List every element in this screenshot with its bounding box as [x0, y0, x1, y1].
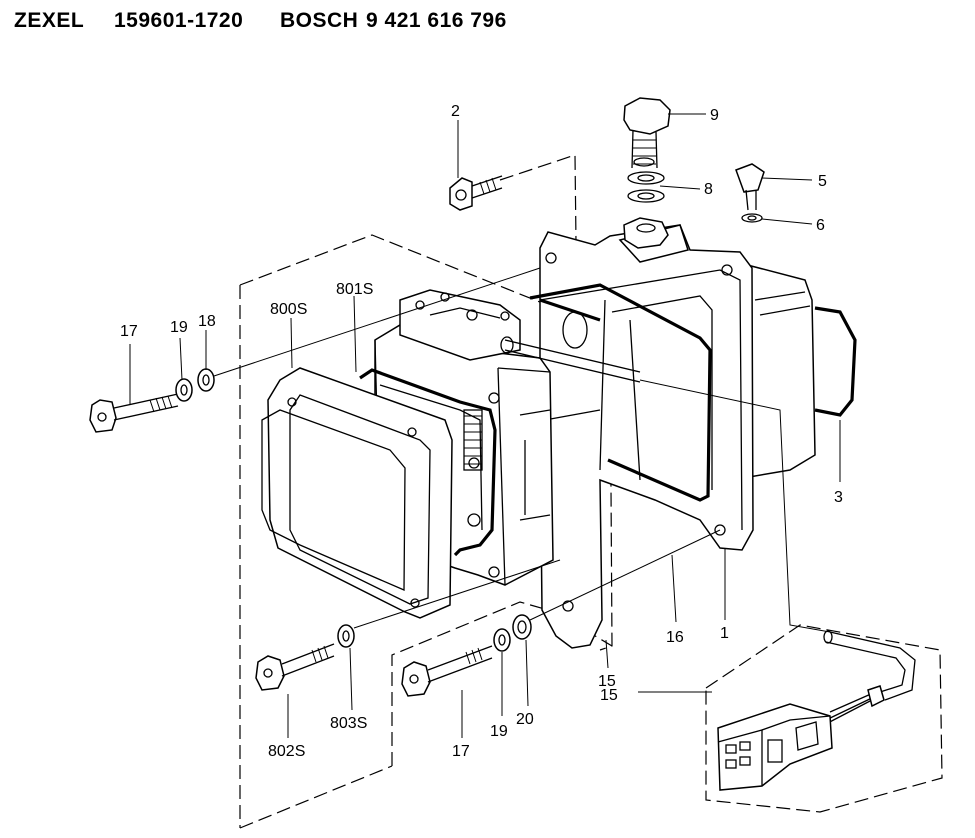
- callout-1: 1: [720, 625, 729, 642]
- callout-15-b: 15: [600, 687, 618, 704]
- callout-8: 8: [704, 181, 713, 198]
- callout-17-b: 17: [452, 743, 470, 760]
- washer-20: [512, 614, 532, 640]
- callout-labels: 2 9 8 5 6 3 1 16 15 15 17 19 18 800S 801…: [120, 103, 843, 760]
- part-number: 159601-1720: [114, 9, 244, 32]
- screw-2: [449, 175, 503, 211]
- washer-6: [741, 213, 763, 223]
- callout-802s: 802S: [268, 743, 305, 760]
- cover-800s: [261, 367, 453, 619]
- maker-name: BOSCH: [280, 9, 359, 32]
- cover-plate-outline: [499, 154, 578, 331]
- bolt-17-lower: [401, 645, 493, 697]
- callout-19-b: 19: [490, 723, 508, 740]
- callout-16: 16: [666, 629, 684, 646]
- bolt-17-upper: [89, 393, 179, 433]
- wiring-harness: [821, 630, 916, 727]
- washer-803s: [337, 624, 355, 648]
- bolt-802s: [255, 643, 335, 691]
- callout-15-a: 15: [598, 673, 616, 690]
- callout-5: 5: [818, 173, 827, 190]
- hollow-bolt-9: [623, 97, 671, 169]
- callout-18: 18: [198, 313, 216, 330]
- callout-17-a: 17: [120, 323, 138, 340]
- gasket-801s: [359, 368, 497, 557]
- screw-5: [735, 163, 765, 211]
- group-15-outline: [239, 234, 613, 829]
- brand-name: ZEXEL: [14, 9, 85, 32]
- callout-9: 9: [710, 107, 719, 124]
- callout-6: 6: [816, 217, 825, 234]
- actuator-shaft: [500, 311, 641, 383]
- drawing-header: ZEXEL 159601-1720 BOSCH 9 421 616 796: [14, 6, 507, 36]
- leader-lines: [129, 113, 841, 738]
- washers-8: [627, 171, 665, 203]
- connector-outline: [705, 624, 943, 813]
- callout-800s: 800S: [270, 301, 307, 318]
- washer-19-lower: [493, 628, 511, 652]
- callout-2: 2: [451, 103, 460, 120]
- callout-801s: 801S: [336, 281, 373, 298]
- callout-803s: 803S: [330, 715, 367, 732]
- washer-19-upper: [175, 378, 193, 402]
- gasket-3: [529, 283, 857, 502]
- callout-3: 3: [834, 489, 843, 506]
- housing-1: [539, 224, 816, 649]
- electrical-connector: [717, 703, 833, 791]
- callout-20: 20: [516, 711, 534, 728]
- washer-18: [197, 368, 215, 392]
- maker-number: 9 421 616 796: [366, 9, 507, 32]
- callout-19-a: 19: [170, 319, 188, 336]
- union-nut: [623, 217, 669, 249]
